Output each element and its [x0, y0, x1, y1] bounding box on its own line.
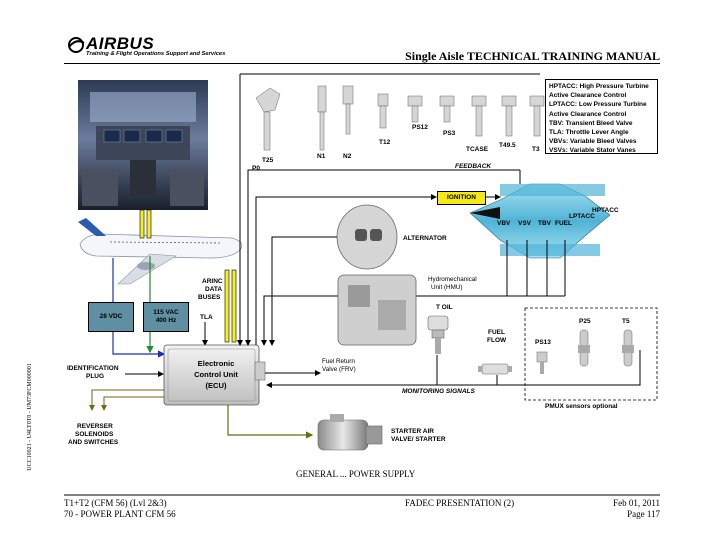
feedback-label: FEEDBACK	[455, 163, 492, 170]
t-oil-label: T OIL	[436, 304, 453, 311]
diagram-caption: GENERAL ... POWER SUPPLY	[296, 469, 416, 479]
legend-line: Active Clearance Control	[549, 92, 627, 100]
arinc-label: DATA	[205, 286, 223, 293]
sensor-label-tcase: TCASE	[466, 146, 489, 153]
side-code: UCC10021 - U4LT0T0 - UM73FCM000001	[27, 363, 33, 471]
ecu-label: Electronic Control Unit (ECU)	[176, 358, 256, 391]
abbreviation-legend: HPTACC: High Pressure Turbine Active Cle…	[545, 79, 658, 154]
monitoring-signals-label: MONITORING SIGNALS	[402, 388, 475, 395]
reverser-line	[89, 389, 164, 411]
hmu-label-line2: Unit (HMU)	[431, 284, 463, 291]
pmux-sensors-image	[536, 329, 634, 374]
engine-label-fuel: FUEL	[555, 220, 572, 227]
ecu-box	[163, 344, 266, 406]
hmu-label-line1: Hydromechanical	[428, 276, 477, 283]
footer-date: Feb 01, 2011	[613, 498, 660, 508]
legend-line: VSVs: Variable Stator Vanes	[549, 147, 636, 155]
arinc-label: BUSES	[198, 294, 221, 301]
ecu-label-line2: Control Unit	[194, 370, 238, 379]
id-plug-label-line2: PLUG	[86, 373, 105, 380]
ecu-label-line3: (ECU)	[205, 381, 227, 390]
pmux-label: PMUX sensors optional	[545, 403, 618, 410]
footer-left: T1+T2 (CFM 56) (Lvl 2&3) 70 - POWER PLAN…	[64, 498, 176, 520]
engine-label-hptacc: HPTACC	[592, 207, 619, 214]
legend-line: TBV: Transient Bleed Valve	[549, 119, 633, 127]
top-sensors-image	[255, 85, 545, 151]
power-box-28vdc: 28 VDC	[88, 302, 134, 332]
fuel-flow-label-line2: FLOW	[487, 337, 507, 344]
arinc-yellow-bus	[224, 269, 237, 343]
frv-label-line1: Fuel Return	[322, 358, 355, 365]
t-oil-sensor-image	[427, 315, 449, 354]
blue-power-line	[112, 258, 166, 358]
alternator-image	[336, 204, 398, 270]
pmux-box	[524, 307, 658, 401]
power-box-115vac: 115 VAC 400 Hz	[143, 302, 189, 332]
ecu-label-line1: Electronic	[197, 359, 235, 368]
footer-chapter: 70 - POWER PLANT CFM 56	[64, 509, 176, 519]
sensor-label-t25: T25	[262, 157, 274, 164]
legend-line: HPTACC: High Pressure Turbine	[549, 83, 649, 90]
fuel-flow-sensor-image	[478, 363, 512, 375]
engine-label-vbv: VBV	[497, 220, 511, 227]
aircraft-image	[78, 218, 243, 285]
footer-center: FADEC PRESENTATION (2)	[405, 498, 515, 508]
p0-label: P0	[252, 165, 260, 172]
feedback-line	[245, 169, 520, 346]
fuel-flow-label-line1: FUEL	[488, 329, 505, 336]
sensor-label-n1: N1	[317, 153, 326, 160]
t5-label: T5	[622, 318, 630, 325]
footer-page: Page 117	[627, 509, 660, 519]
cockpit-image	[78, 80, 208, 210]
ignition-box: IGNITION	[437, 191, 486, 205]
airbus-swirl-icon	[68, 37, 85, 53]
yellow-bus-cockpit	[139, 209, 152, 239]
ignition-line	[255, 194, 437, 345]
legend-line: VBVs: Variable Bleed Valves	[549, 138, 637, 146]
brand-tagline: Training & Flight Operations Support and…	[86, 51, 226, 57]
legend-line: Active Clearance Control	[549, 110, 627, 118]
manual-title: Single Aisle TECHNICAL TRAINING MANUAL	[405, 49, 660, 63]
alternator-label: ALTERNATOR	[403, 235, 447, 242]
airbus-logo: AIRBUS Training & Flight Operations Supp…	[66, 34, 226, 60]
starter-line	[227, 405, 314, 439]
power-box-115vac-line1: 115 VAC	[153, 309, 179, 316]
frv-label-line2: Valve (FRV)	[322, 366, 356, 373]
reverser-label: SOLENOIDS	[75, 431, 114, 438]
alternator-line	[269, 236, 337, 346]
reverser-label: REVERSER	[77, 423, 113, 430]
sensor-label-t3: T3	[532, 146, 540, 153]
power-box-115vac-line2: 400 Hz	[155, 317, 177, 324]
brand-name: AIRBUS	[86, 34, 155, 53]
tla-label: TLA	[200, 314, 213, 321]
hmu-image	[337, 274, 417, 346]
starter-label-line1: STARTER AIR	[391, 428, 434, 435]
footer-right: Feb 01, 2011 Page 117	[613, 498, 660, 520]
starter-image	[317, 414, 383, 451]
ps13-label: PS13	[535, 339, 551, 346]
sensor-label-n2: N2	[343, 153, 352, 160]
id-plug-label-line1: IDENTIFICATION	[67, 365, 119, 372]
sensor-label-t12: T12	[379, 139, 391, 146]
sensor-label-ps12: PS12	[412, 124, 428, 131]
monitoring-line	[266, 350, 641, 388]
footer-course: T1+T2 (CFM 56) (Lvl 2&3)	[64, 498, 167, 508]
arinc-label: ARINC	[202, 278, 223, 285]
engine-label-tbv: TBV	[538, 220, 551, 227]
starter-label-line2: VALVE/ STARTER	[391, 436, 446, 443]
reverser-label: AND SWITCHES	[68, 439, 119, 446]
sensor-label-t49-5: T49.5	[499, 142, 516, 149]
legend-line: LPTACC: Low Pressure Turbine	[549, 101, 647, 109]
p25-label: P25	[579, 318, 591, 325]
sensor-label-ps3: PS3	[443, 130, 456, 137]
header-rule	[64, 63, 660, 64]
engine-label-vsv: VSV	[518, 220, 532, 227]
legend-line: TLA: Throttle Lever Angle	[549, 129, 629, 137]
engine-image	[469, 183, 611, 259]
engine-label-lptacc: LPTACC	[569, 213, 595, 220]
